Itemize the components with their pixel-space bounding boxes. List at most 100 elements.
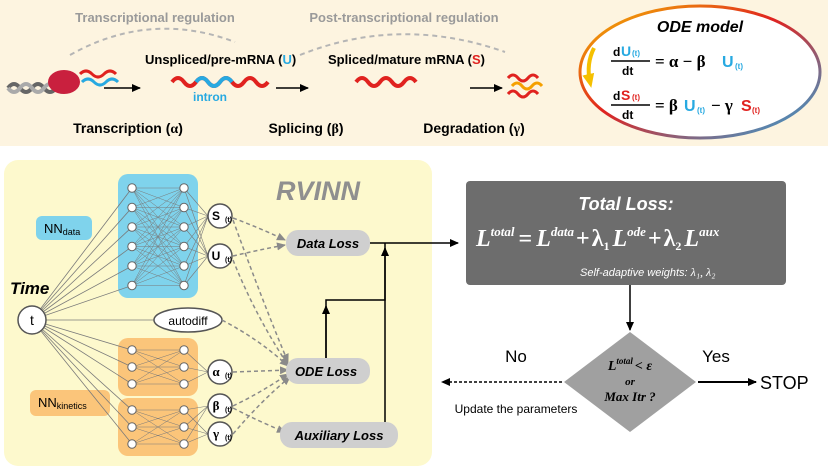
network-connection — [131, 349, 185, 368]
network-neurons — [127, 183, 189, 449]
network-connection — [31, 226, 133, 321]
svg-text:U: U — [621, 43, 631, 59]
network-connection — [183, 409, 209, 435]
svg-text:S: S — [741, 98, 752, 115]
network-connection — [131, 246, 185, 286]
stopping-criterion-diamond — [564, 332, 696, 432]
nn-data-tag — [36, 216, 92, 240]
autodiff-label: autodiff — [168, 314, 208, 328]
svg-text:(t): (t) — [225, 407, 232, 414]
network-connection — [131, 226, 185, 286]
ode-loss-label: ODE Loss — [295, 364, 357, 379]
network-connection — [183, 187, 209, 257]
ode-eq2-rhs: = β — [655, 96, 678, 115]
network-connection — [183, 207, 209, 257]
data-loss-box — [286, 230, 370, 256]
network-connection — [183, 255, 209, 286]
neuron — [127, 241, 137, 252]
degraded-mrna-icon — [506, 73, 544, 99]
post-transcriptional-regulation-label: Post-transcriptional regulation — [309, 10, 498, 25]
spliced-label: Spliced/mature mRNA (S) — [328, 52, 485, 67]
splicing-label: Splicing (β) — [268, 120, 343, 137]
neuron — [179, 362, 189, 372]
nn-kinetics-label: NNkinetics — [38, 395, 87, 411]
neuron — [179, 422, 189, 432]
self-adaptive-weights-label: Self-adaptive weights:λ₁, λ₂ — [580, 265, 715, 279]
dna-polymerase-icon — [6, 69, 120, 94]
total-loss-box — [466, 181, 786, 285]
network-connection — [183, 405, 209, 445]
network-connection — [183, 215, 209, 267]
output-node-gamma: γ (t) — [207, 421, 233, 447]
ode-loss-box — [286, 358, 370, 384]
neuron — [127, 422, 137, 432]
neuron — [127, 379, 137, 389]
svg-text:dt: dt — [622, 64, 633, 78]
network-connection — [183, 349, 209, 373]
degradation-label: Degradation (γ) — [423, 120, 524, 137]
neuron — [179, 280, 189, 291]
neuron — [127, 439, 137, 449]
network-connection — [131, 207, 185, 286]
neuron — [127, 362, 137, 372]
neuron — [179, 439, 189, 449]
svg-text:S: S — [621, 87, 630, 103]
neuron — [127, 183, 137, 193]
auxiliary-loss-box — [280, 422, 398, 448]
network-connection — [131, 187, 185, 286]
network-connection — [131, 409, 185, 445]
stop-label: STOP — [760, 373, 809, 393]
unspliced-symbol: U — [282, 52, 291, 67]
network-connection — [131, 187, 185, 247]
neuron — [179, 261, 189, 271]
network-connection — [31, 207, 133, 321]
spliced-symbol: S — [472, 52, 481, 67]
svg-text:d: d — [613, 45, 620, 59]
output-node-alpha: α (t) — [207, 359, 233, 385]
neuron — [127, 280, 137, 291]
neuron — [127, 345, 137, 355]
svg-text:U: U — [684, 98, 696, 115]
neuron — [179, 345, 189, 355]
neuron — [127, 405, 137, 415]
transcription-label: Transcription (α) — [73, 120, 183, 137]
neuron — [179, 241, 189, 252]
decision-condition: Ltotal< ε — [607, 356, 653, 374]
intron-label: intron — [193, 90, 227, 104]
svg-text:(t): (t) — [632, 93, 640, 102]
network-connection — [183, 187, 209, 217]
unspliced-label: Unspliced/pre-mRNA (U) — [145, 52, 296, 67]
network-connection — [131, 187, 185, 267]
network-connection — [183, 215, 209, 247]
network-connection — [131, 265, 185, 286]
neuron — [127, 261, 137, 271]
svg-text:α: α — [212, 364, 220, 379]
pre-mrna-icon — [170, 76, 270, 88]
network-connection — [183, 405, 209, 428]
output-node-s: S (t) — [207, 203, 233, 229]
svg-text:(t): (t) — [697, 106, 705, 115]
svg-text:(t): (t) — [225, 217, 232, 224]
total-loss-title: Total Loss: — [578, 194, 673, 214]
svg-text:β: β — [213, 398, 220, 413]
svg-text:(t): (t) — [735, 62, 743, 71]
neuron — [179, 202, 189, 213]
transcriptional-regulation-label: Transcriptional regulation — [75, 10, 235, 25]
no-label: No — [505, 347, 527, 366]
auxiliary-loss-label: Auxiliary Loss — [294, 428, 384, 443]
network-connection — [31, 319, 133, 411]
svg-text:U: U — [212, 249, 221, 263]
decision-max-itr: Max Itr ? — [603, 389, 656, 404]
svg-text:(t): (t) — [632, 49, 640, 58]
time-label: Time — [10, 279, 49, 298]
network-connection — [31, 319, 133, 428]
network-connection — [31, 319, 133, 445]
svg-text:(t): (t) — [225, 373, 232, 380]
network-connection — [31, 319, 133, 368]
update-parameters-label: Update the parameters — [455, 402, 578, 416]
svg-text:(t): (t) — [225, 257, 232, 264]
svg-text:(t): (t) — [752, 106, 760, 115]
svg-text:U: U — [722, 54, 734, 71]
